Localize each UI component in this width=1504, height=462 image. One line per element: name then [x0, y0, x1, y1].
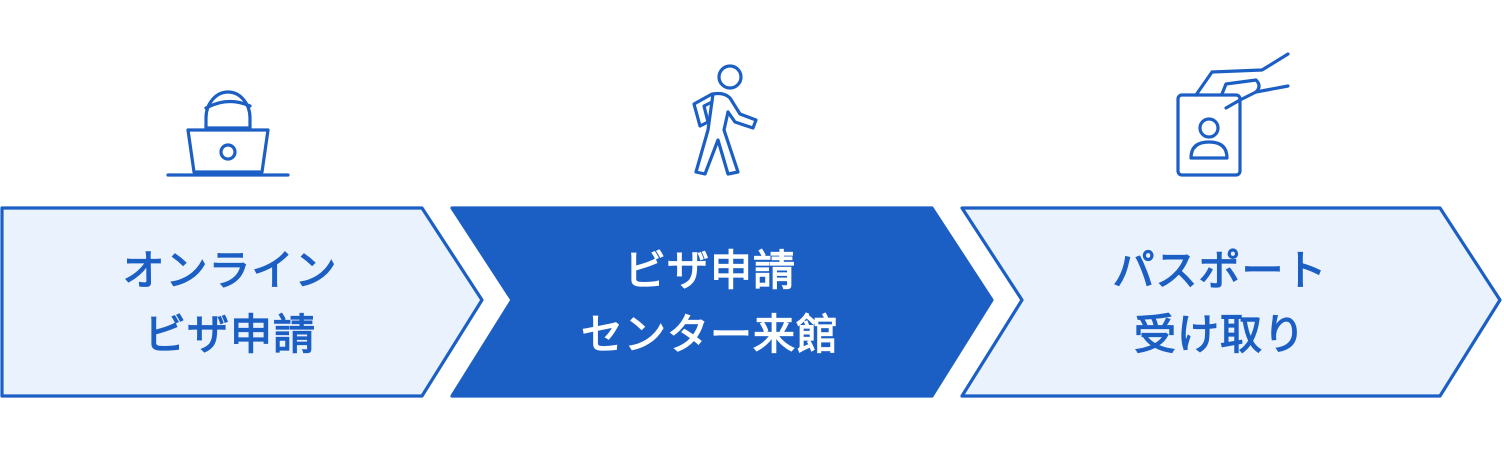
step-2-chevron	[450, 206, 994, 398]
step-2-label-line-2: センター来館	[580, 310, 839, 359]
walking-person-icon	[692, 64, 758, 176]
step-3-label-line-2: 受け取り	[1133, 310, 1306, 359]
person-at-laptop-icon	[166, 90, 290, 177]
step-3-label: パスポート 受け取り	[1010, 238, 1430, 368]
step-3-chevron	[960, 206, 1502, 398]
step-1-chevron	[0, 206, 484, 398]
step-1-label: オンライン ビザ申請	[40, 238, 420, 368]
hand-receiving-passport-icon	[1176, 52, 1290, 177]
step-3-label-line-1: パスポート	[1112, 246, 1328, 295]
step-1-label-line-1: オンライン	[122, 246, 338, 295]
step-1-label-line-2: ビザ申請	[143, 310, 316, 359]
step-2-label: ビザ申請 センター来館	[500, 238, 920, 368]
step-2-label-line-1: ビザ申請	[623, 246, 796, 295]
